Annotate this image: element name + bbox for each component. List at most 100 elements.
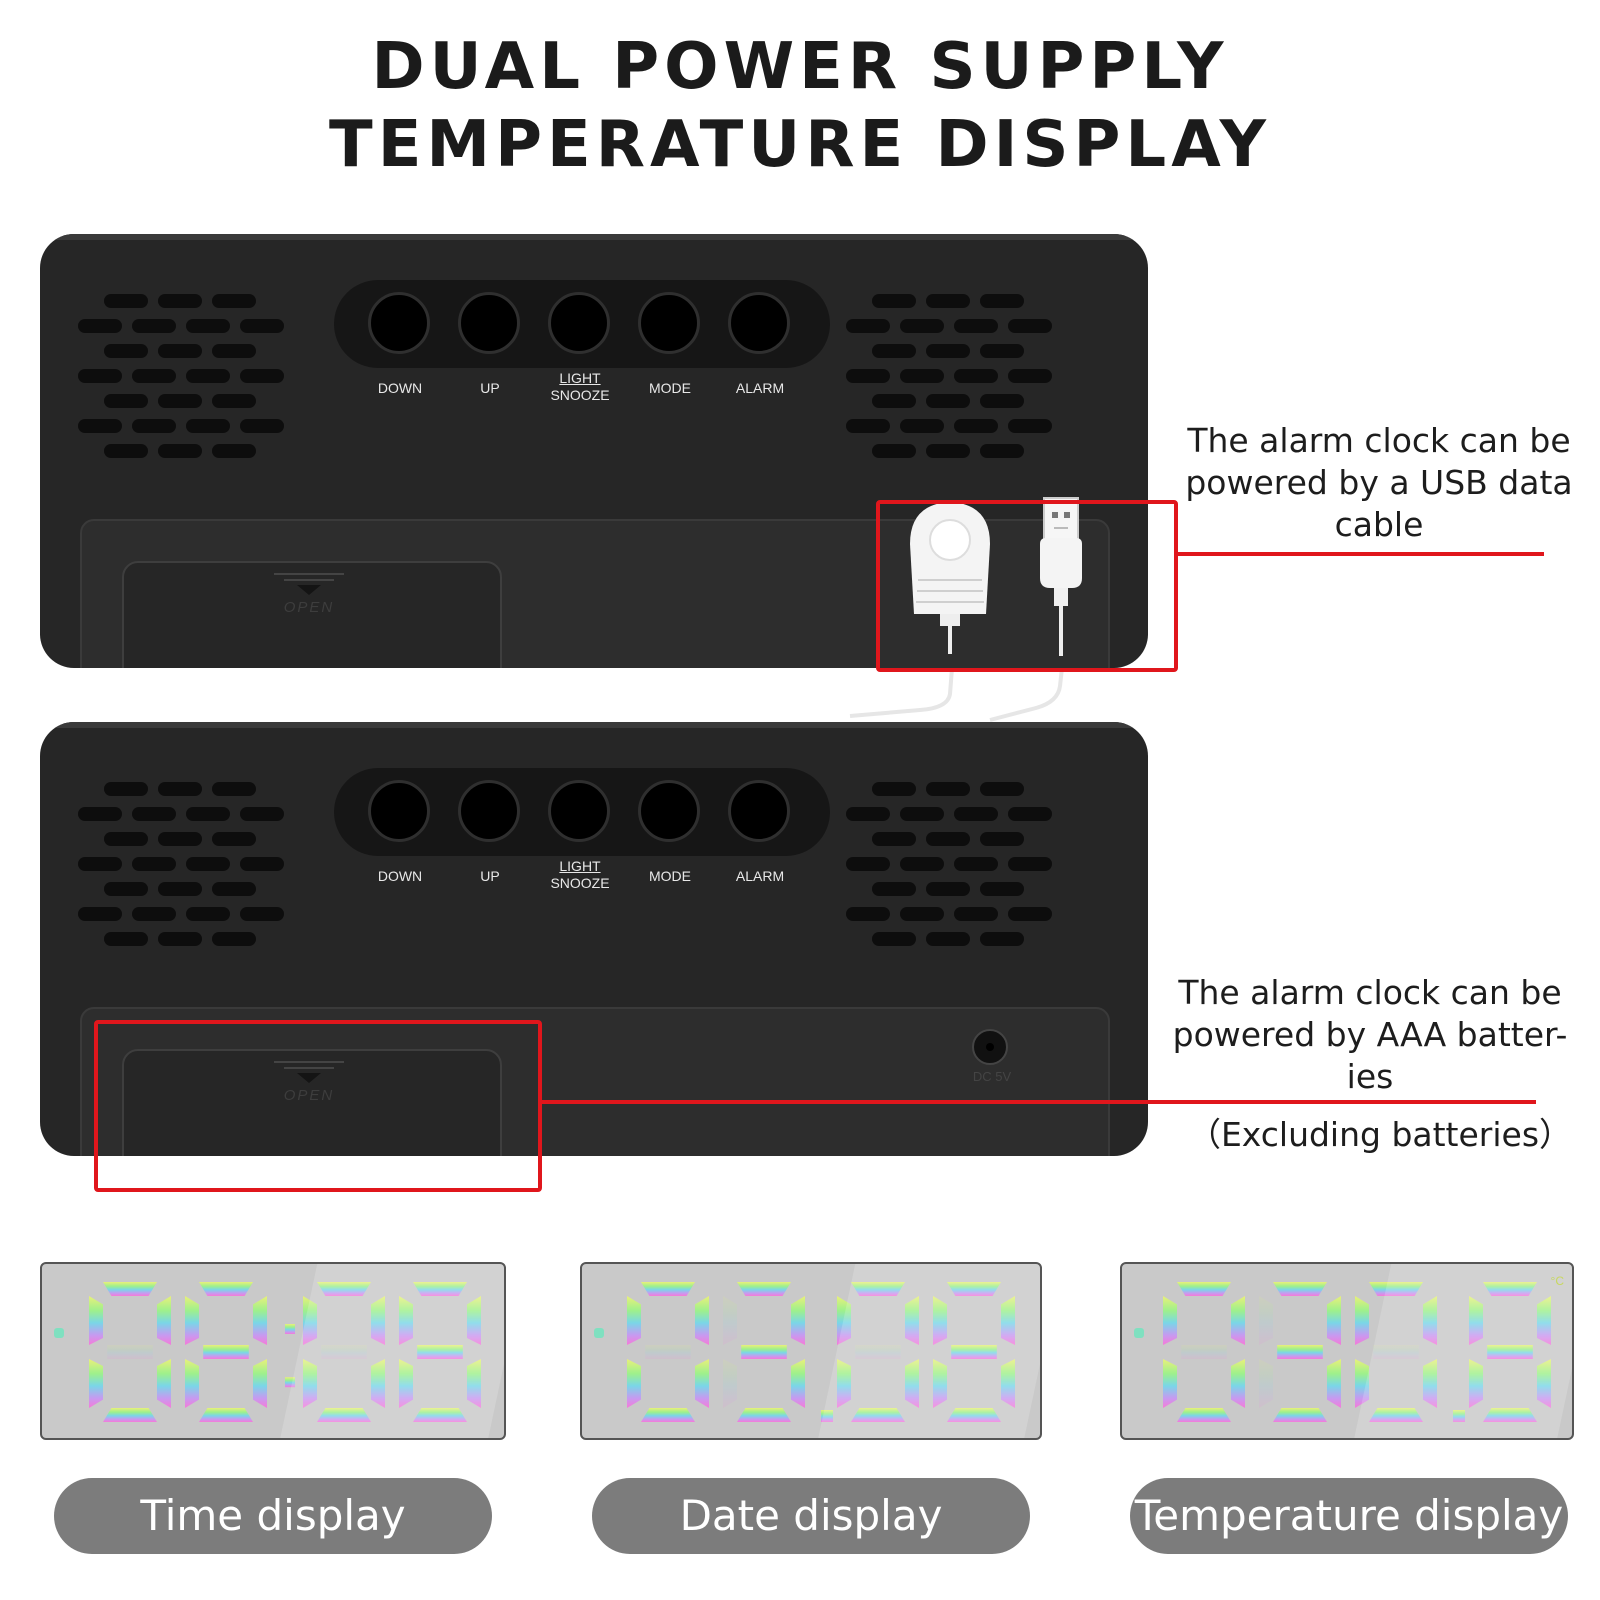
light-snooze-button[interactable] — [548, 292, 610, 354]
grille-slot — [104, 832, 148, 846]
speaker-grille-left — [78, 294, 298, 464]
battery-annotation-line3: ies — [1346, 1057, 1394, 1096]
digit-segment — [837, 1296, 851, 1345]
mode-button[interactable] — [638, 780, 700, 842]
open-mark-line — [284, 579, 334, 581]
clock-back-battery: DOWN UP LIGHT SNOOZE MODE ALARM OPEN DC … — [40, 722, 1148, 1156]
digit-segment — [1001, 1296, 1015, 1345]
mode-label: MODE — [649, 868, 691, 884]
digit-segment — [413, 1408, 467, 1422]
digit-segment — [1483, 1408, 1537, 1422]
alarm-bell-icon — [54, 1328, 64, 1338]
alarm-bell-icon — [594, 1328, 604, 1338]
time-display-panel — [40, 1262, 506, 1440]
down-label: DOWN — [377, 380, 423, 396]
digit-segment — [1469, 1359, 1483, 1408]
light-snooze-button[interactable] — [548, 780, 610, 842]
light-snooze-label: LIGHT SNOOZE — [530, 370, 630, 404]
digit-segment — [1369, 1282, 1423, 1296]
alarm-button[interactable] — [728, 780, 790, 842]
grille-slot — [900, 857, 944, 871]
digit-segment — [1163, 1359, 1177, 1408]
digit-segment — [321, 1345, 367, 1359]
light-snooze-label: LIGHT SNOOZE — [530, 858, 630, 892]
grille-slot — [240, 419, 284, 433]
up-label: UP — [480, 868, 500, 884]
digit-segment — [791, 1296, 805, 1345]
digit-segment — [741, 1345, 787, 1359]
open-mark: OPEN — [264, 1061, 354, 1104]
digit-segment — [303, 1296, 317, 1345]
grille-slot — [926, 294, 970, 308]
mode-button[interactable] — [638, 292, 700, 354]
down-label: DOWN — [377, 868, 423, 884]
dc-jack[interactable] — [972, 1029, 1008, 1065]
digit-segment — [627, 1359, 641, 1408]
grille-slot — [954, 369, 998, 383]
date-display-panel — [580, 1262, 1042, 1440]
battery-door[interactable]: OPEN — [122, 1049, 502, 1156]
grille-slot — [212, 782, 256, 796]
digit-segment — [1327, 1359, 1341, 1408]
grille-slot — [104, 882, 148, 896]
digit-segment — [947, 1282, 1001, 1296]
down-button[interactable] — [368, 780, 430, 842]
grille-slot — [158, 444, 202, 458]
button-bar — [334, 280, 830, 368]
up-button[interactable] — [458, 780, 520, 842]
usb-highlight-box — [876, 500, 1178, 672]
digit-segment — [1259, 1359, 1273, 1408]
grille-slot — [846, 857, 890, 871]
grille-slot — [212, 344, 256, 358]
alarm-button[interactable] — [728, 292, 790, 354]
alarm-label: ALARM — [735, 380, 785, 396]
digit-segment — [371, 1359, 385, 1408]
digit-segment — [1273, 1282, 1327, 1296]
grille-slot — [1008, 419, 1052, 433]
grille-slot — [240, 907, 284, 921]
digit-segment — [905, 1359, 919, 1408]
digit-segment — [89, 1359, 103, 1408]
grille-slot — [186, 857, 230, 871]
digit-segment — [185, 1296, 199, 1345]
digit-segment — [1355, 1359, 1369, 1408]
decimal-dot — [821, 1410, 833, 1422]
open-mark-line — [284, 1067, 334, 1069]
usb-cable-icon — [849, 668, 1064, 722]
grille-slot — [132, 319, 176, 333]
digit-segment — [1273, 1408, 1327, 1422]
down-button[interactable] — [368, 292, 430, 354]
grille-slot — [104, 782, 148, 796]
time-digits — [54, 1282, 481, 1422]
grille-slot — [900, 319, 944, 333]
grille-slot — [1008, 907, 1052, 921]
digit-segment — [905, 1296, 919, 1345]
usb-annotation-line1: The alarm clock can be — [1187, 421, 1571, 460]
up-button[interactable] — [458, 292, 520, 354]
arrow-down-icon — [297, 585, 321, 595]
digit-segment — [89, 1296, 103, 1345]
digit-segment — [1369, 1408, 1423, 1422]
battery-door[interactable]: OPEN — [122, 561, 502, 668]
usb-annotation-line2: powered by a USB data — [1185, 463, 1573, 502]
digit-segment — [399, 1296, 413, 1345]
grille-slot — [980, 444, 1024, 458]
digit-segment — [371, 1296, 385, 1345]
alarm-label: ALARM — [735, 868, 785, 884]
grille-slot — [240, 369, 284, 383]
temperature-display-panel: °C — [1120, 1262, 1574, 1440]
digit-segment — [467, 1359, 481, 1408]
grille-slot — [846, 807, 890, 821]
digit-segment — [317, 1282, 371, 1296]
grille-slot — [926, 882, 970, 896]
digit-segment — [199, 1282, 253, 1296]
grille-slot — [158, 394, 202, 408]
digit-segment — [723, 1359, 737, 1408]
button-bar — [334, 768, 830, 856]
grille-slot — [104, 344, 148, 358]
digit-segment — [417, 1345, 463, 1359]
digit-segment — [253, 1359, 267, 1408]
grille-slot — [1008, 857, 1052, 871]
grille-slot — [104, 932, 148, 946]
digit-segment — [645, 1345, 691, 1359]
